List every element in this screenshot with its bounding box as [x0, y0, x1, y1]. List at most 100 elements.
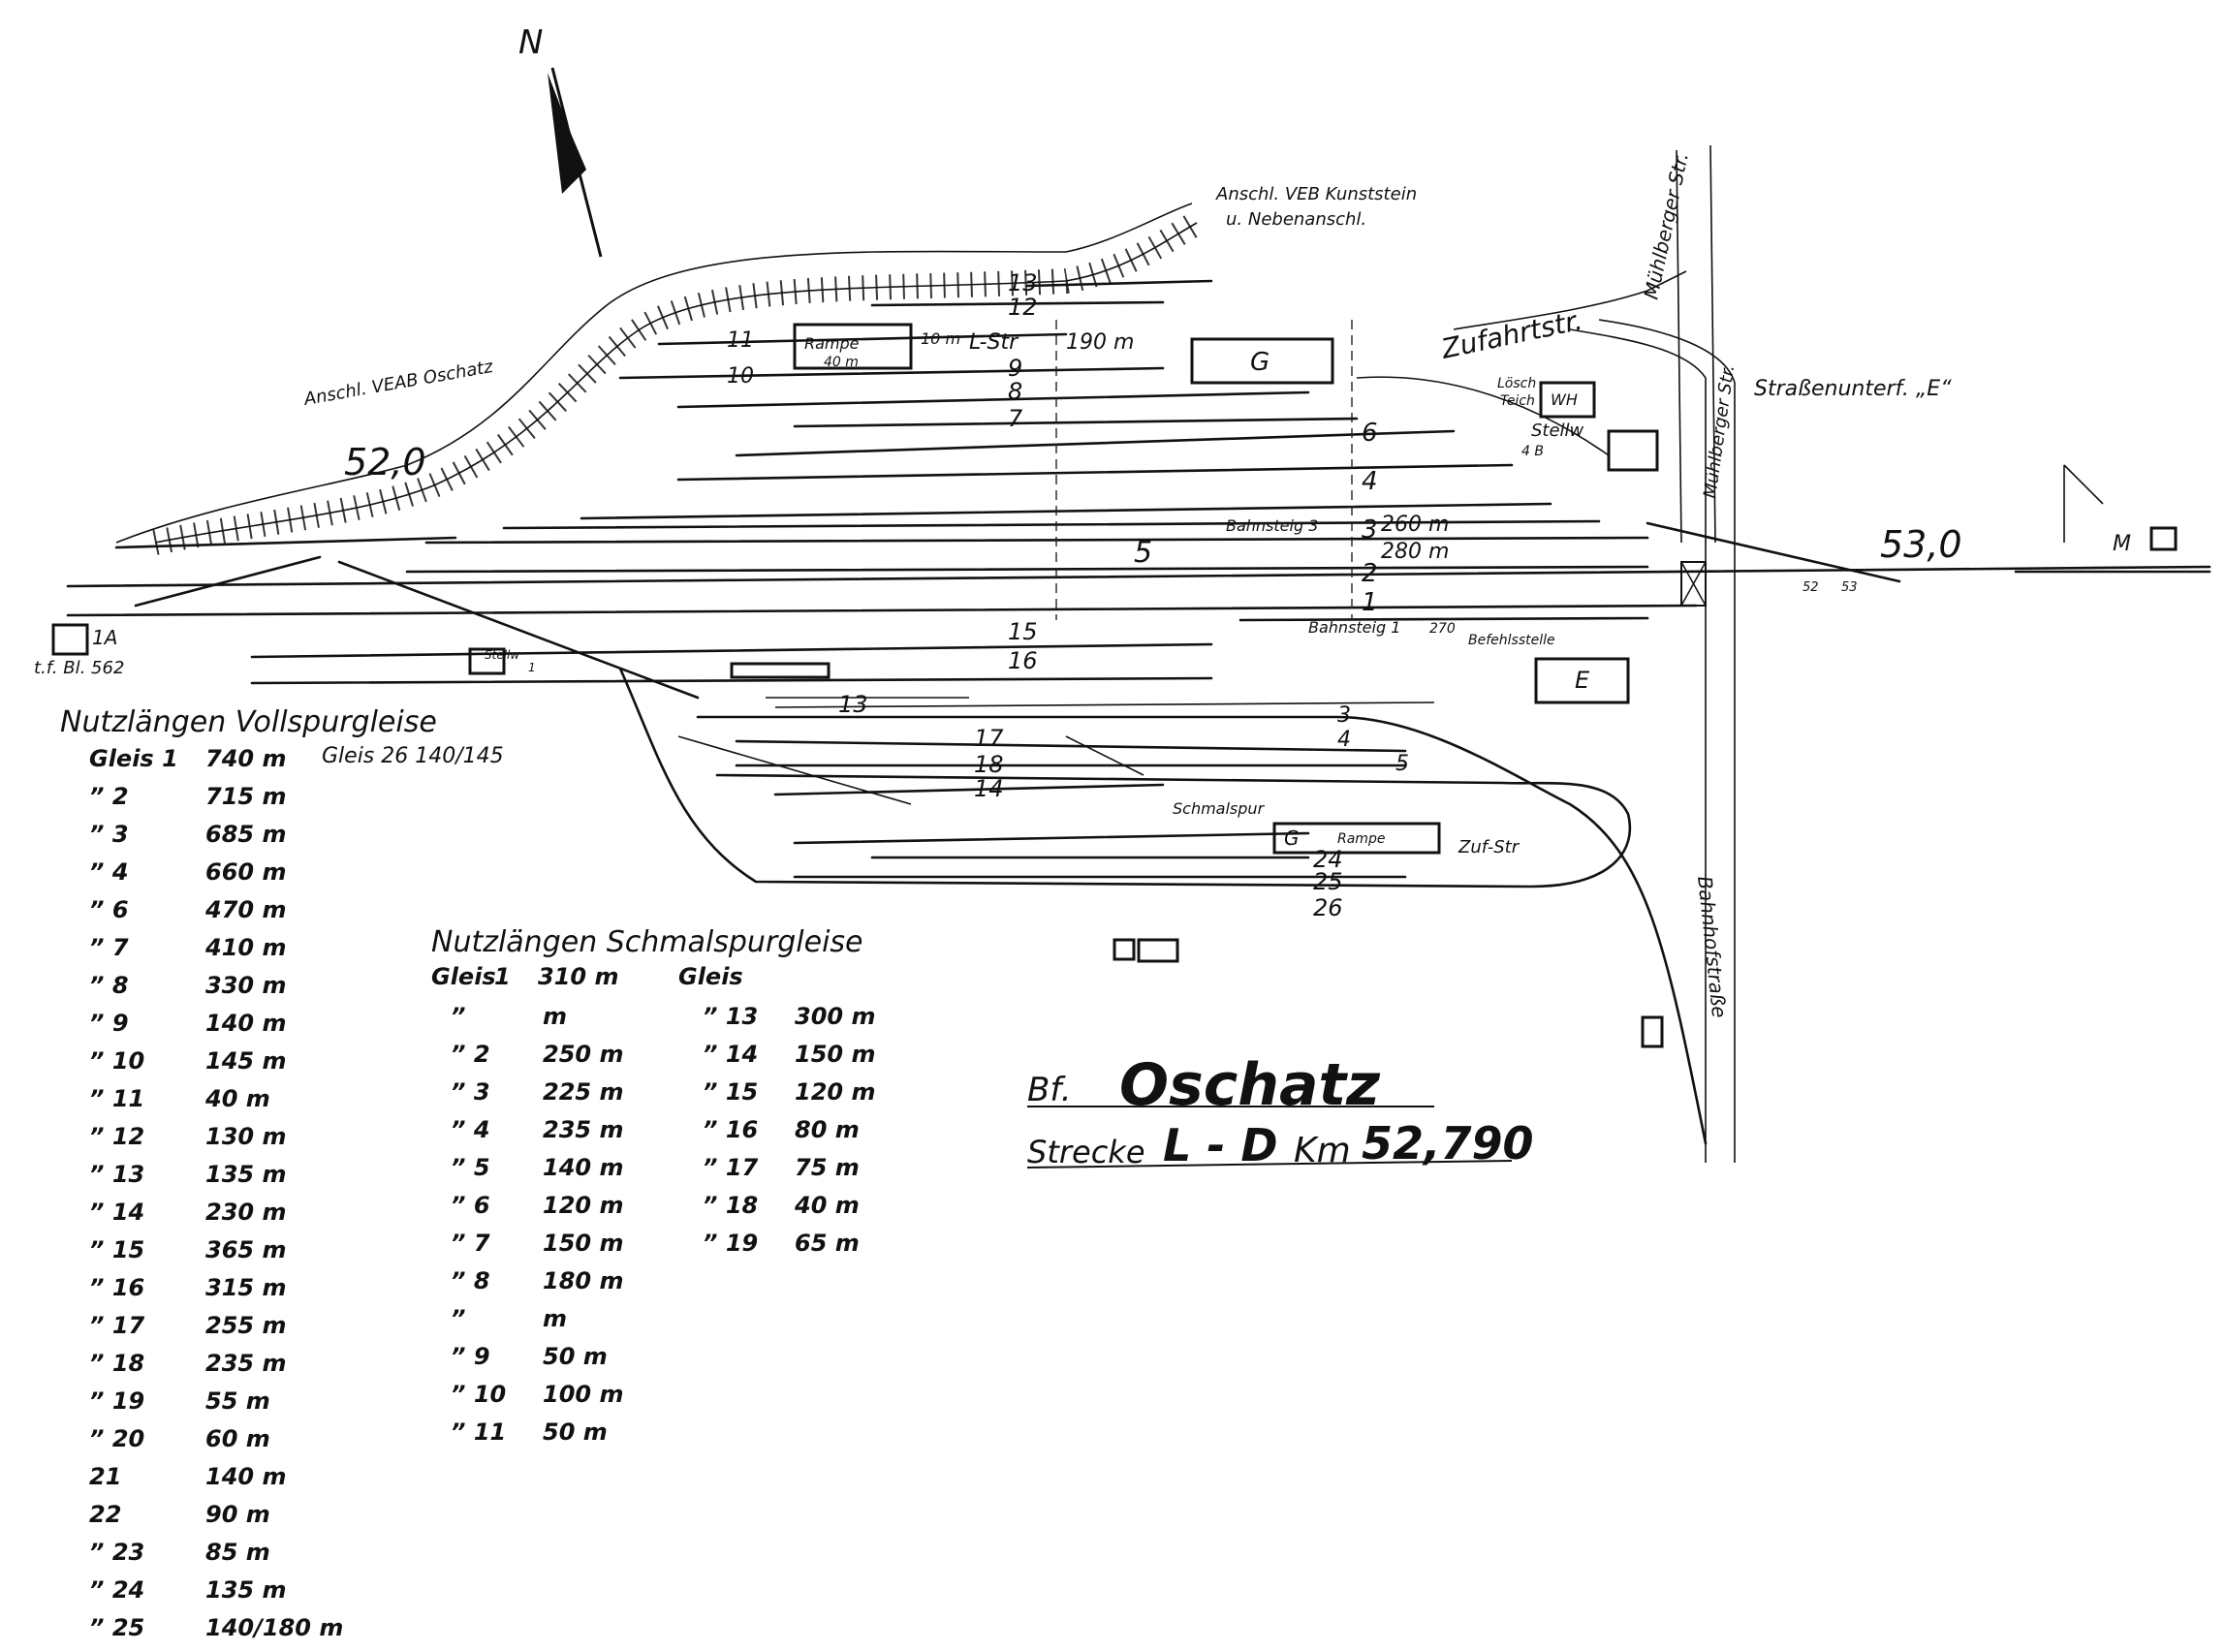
label-1a: 1A	[92, 626, 117, 649]
label-stellw-east-no: 4 B	[1521, 444, 1544, 459]
row-gleis: ” 10	[89, 1047, 145, 1075]
track-label: 8	[1008, 378, 1022, 405]
label-anschluss-kunststein: Anschl. VEB Kunststein	[1215, 184, 1417, 204]
row-gleis: ” 11	[89, 1085, 145, 1112]
narrow-track-label: 13	[838, 691, 868, 718]
row-gleis: ” 3	[451, 1078, 490, 1106]
row-length: 140 m	[543, 1154, 624, 1181]
table-vollspur-title: Nutzlängen Vollspurgleise	[60, 705, 437, 739]
title-bf-prefix: Bf.	[1027, 1071, 1072, 1109]
label-rampe-narrow: Rampe	[1337, 831, 1385, 847]
table-row: ”m	[451, 1305, 674, 1343]
label-goods-shed: G	[1250, 348, 1270, 377]
row-length: 330 m	[205, 972, 287, 999]
narrow-track-label: 18	[974, 751, 1004, 778]
narrow-gauge-yard: 13 17 18 14 24 25 26 3 4 5	[618, 667, 1708, 1145]
label-anschluss-veab: Anschl. VEAB Oschatz	[301, 357, 494, 410]
label-gleis-52: 52	[1803, 580, 1819, 595]
row-gleis: 21	[89, 1463, 122, 1490]
row-length: 315 m	[205, 1274, 287, 1301]
row-length: 50 m	[543, 1418, 608, 1446]
row-length: 135 m	[205, 1161, 287, 1188]
table-row: ” 11 40 m	[60, 1085, 603, 1123]
north-arrow-icon: N	[518, 23, 603, 258]
row-gleis: ”	[451, 1003, 466, 1030]
row-gleis: ” 14	[703, 1041, 759, 1068]
row-length: 130 m	[205, 1123, 287, 1150]
label-bahnsteig2-len: 280 m	[1381, 540, 1449, 564]
label-e-building: E	[1575, 667, 1590, 694]
label-l-str-len: 190 m	[1066, 330, 1134, 355]
row-gleis: ” 18	[703, 1192, 759, 1219]
label-stellw-east: Stellw	[1531, 421, 1584, 441]
row-length: 40 m	[205, 1085, 270, 1112]
row-length: 685 m	[205, 821, 287, 848]
row-length: 80 m	[795, 1116, 860, 1143]
row-gleis: ” 9	[451, 1343, 490, 1370]
narrow-track-label: 25	[1313, 868, 1343, 895]
row-gleis: ” 23	[89, 1539, 145, 1566]
label-bahnhofstrasse: Bahnhofstraße	[1693, 875, 1731, 1019]
narrow-track-label: 4	[1337, 728, 1351, 752]
row-length: 470 m	[205, 896, 287, 923]
row-gleis: ” 6	[451, 1192, 490, 1219]
track-numbers-main: 1 2 3 4 6 7 8 9 10 11 12 13 15 16	[727, 269, 1378, 674]
track-label: 1	[1362, 588, 1378, 617]
row-length: 180 m	[543, 1267, 624, 1294]
track-label: 2	[1362, 559, 1378, 588]
row-gleis: ” 19	[703, 1230, 759, 1257]
track-label: 13	[1008, 269, 1038, 296]
row-length: 365 m	[205, 1236, 287, 1263]
main-lines	[66, 279, 2211, 700]
north-label: N	[518, 23, 543, 62]
row-gleis: ” 18	[89, 1350, 145, 1377]
row-length: 150 m	[795, 1041, 876, 1068]
label-five: 5	[1134, 536, 1152, 570]
table-row: ” 18 40 m	[703, 1192, 925, 1230]
row-gleis: ” 13	[89, 1161, 145, 1188]
row-gleis: ” 7	[451, 1230, 490, 1257]
label-gleis-53: 53	[1841, 580, 1858, 595]
label-bl: t.f. Bl. 562	[34, 658, 124, 678]
row-length: 100 m	[543, 1381, 624, 1408]
km-mark-east: 53,0	[1880, 523, 1962, 566]
row-gleis: ” 14	[89, 1199, 145, 1226]
title-station: Oschatz	[1119, 1051, 1381, 1119]
table-row: ” 6 120 m	[451, 1192, 674, 1230]
row-gleis: ” 7	[89, 934, 129, 961]
label-stellw-west-no: 1	[528, 661, 536, 674]
row-length: 120 m	[543, 1192, 624, 1219]
table-row: ” 13 135 m	[60, 1161, 603, 1199]
embankment	[115, 203, 1204, 555]
km-mark-west: 52,0	[344, 441, 426, 483]
row-length: 660 m	[205, 858, 287, 886]
row-length: 40 m	[795, 1192, 860, 1219]
row-gleis: ” 6	[89, 896, 129, 923]
row-length: 150 m	[543, 1230, 624, 1257]
label-muehlberger-1: Mühlberger Str.	[1639, 150, 1693, 301]
row-length: 235 m	[543, 1116, 624, 1143]
label-zufahrtstr: Zufahrtstr.	[1438, 304, 1585, 365]
table-row: ”m	[451, 1003, 674, 1041]
label-rampe-len: 40 m	[824, 355, 859, 370]
label-bahnsteig3-len: 260 m	[1381, 513, 1449, 537]
track-label: 15	[1008, 618, 1038, 645]
narrow-track-label: 14	[974, 775, 1004, 802]
track-label: 12	[1008, 294, 1038, 321]
table-row: ” 6 470 m	[60, 896, 603, 934]
